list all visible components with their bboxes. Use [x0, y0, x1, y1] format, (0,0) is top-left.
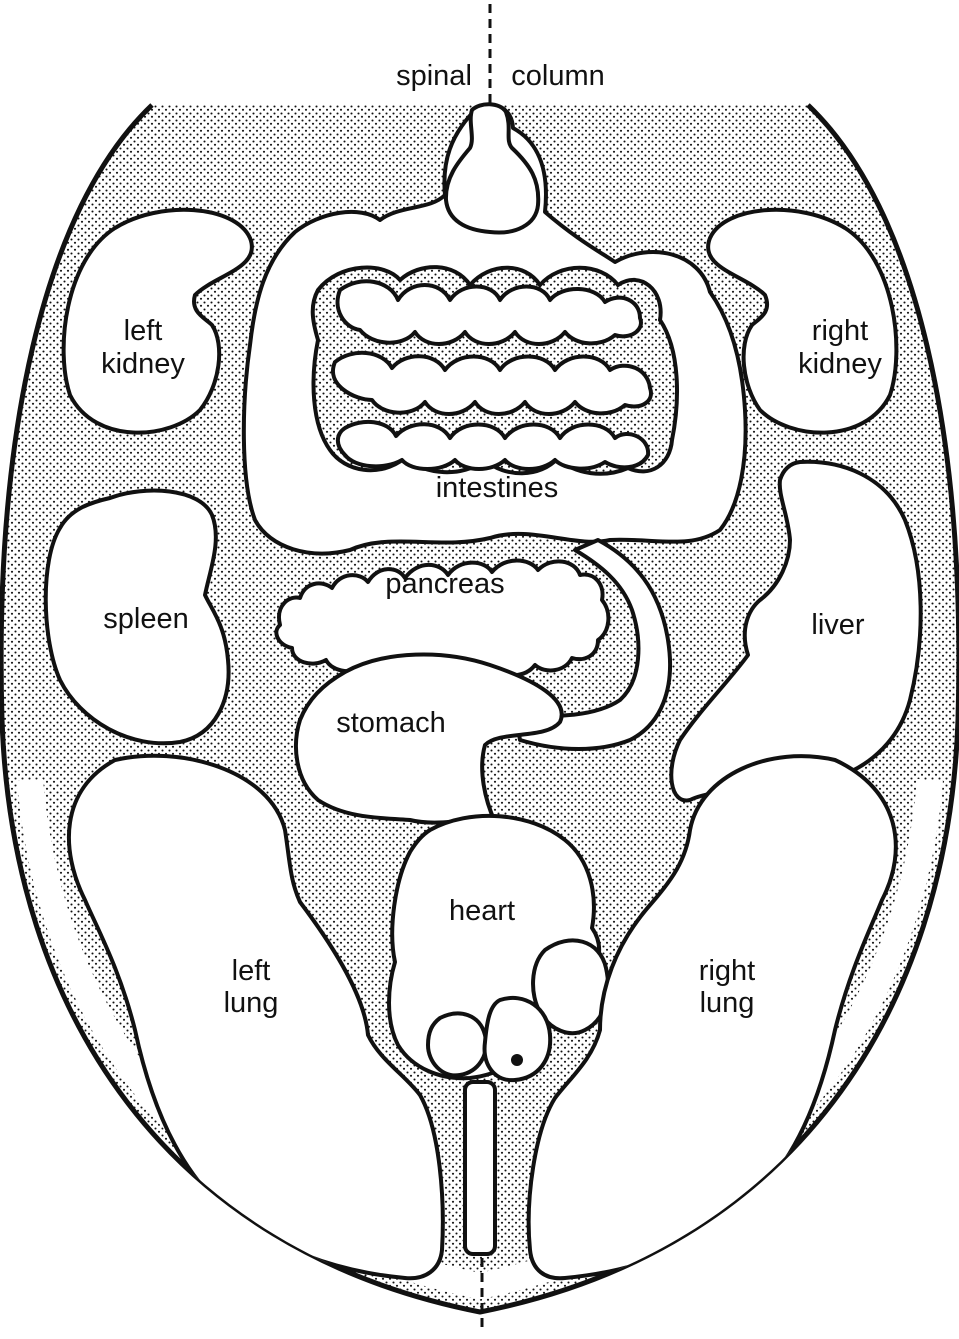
label-column: column: [511, 60, 605, 92]
label-left-lung-1: left: [232, 955, 271, 987]
label-liver: liver: [811, 609, 865, 641]
heart-vessel-left: [428, 1013, 486, 1075]
intestine-coil-row-2: [333, 353, 651, 414]
label-left-kidney-1: left: [124, 315, 163, 347]
label-right-lung-2: lung: [700, 987, 755, 1019]
label-spinal: spinal: [396, 60, 472, 92]
intestine-coil-row-3: [338, 422, 648, 469]
label-right-kidney-1: right: [812, 315, 868, 347]
label-left-lung-2: lung: [224, 987, 279, 1019]
heart-vessel-center: [485, 998, 551, 1080]
label-intestines: intestines: [436, 472, 559, 504]
label-right-kidney-2: kidney: [798, 348, 882, 380]
heart-vessel-dot: [511, 1054, 523, 1066]
label-spleen: spleen: [103, 603, 188, 635]
label-pancreas: pancreas: [385, 568, 504, 600]
label-right-lung-1: right: [699, 955, 755, 987]
label-stomach: stomach: [336, 707, 446, 739]
label-left-kidney-2: kidney: [101, 348, 185, 380]
label-heart: heart: [449, 895, 515, 927]
trachea: [465, 1082, 495, 1254]
